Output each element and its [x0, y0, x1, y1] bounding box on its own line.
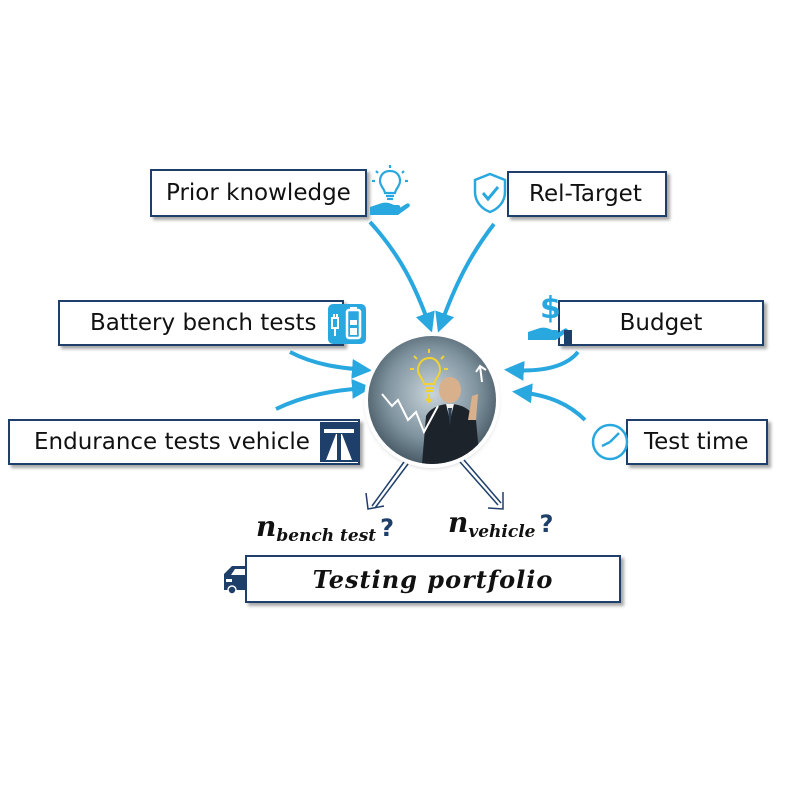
battery-bench-tests-label: Battery bench tests: [90, 310, 317, 336]
budget-label: Budget: [619, 310, 703, 336]
testing-portfolio-box: Testing portfolio: [245, 555, 621, 603]
battery-bench-tests-box: Battery bench tests: [58, 300, 344, 346]
test-time-box: Test time: [626, 419, 768, 465]
rel-target-label: Rel-Target: [529, 181, 642, 207]
n-bench-test-label: nbench test?: [256, 510, 395, 546]
lightbulb-hand-icon: [370, 165, 410, 215]
n-bench-var: n: [256, 510, 277, 543]
test-time-label: Test time: [644, 429, 749, 455]
svg-text:$: $: [540, 291, 561, 326]
arrow-to-bench: [365, 461, 409, 510]
clock-icon: [591, 423, 629, 461]
battery-plug-icon: [328, 304, 366, 344]
arrow-budget: [504, 350, 580, 381]
arrow-endurance: [275, 378, 372, 411]
arrow-prior-knowledge: [368, 220, 435, 333]
budget-box: Budget: [558, 300, 764, 346]
n-bench-subscript: bench test: [276, 526, 377, 546]
dollar-hand-icon: $: [528, 291, 572, 344]
highway-icon: [320, 422, 358, 462]
endurance-tests-vehicle-box: Endurance tests vehicle: [8, 419, 360, 465]
central-image: [368, 336, 496, 464]
rel-target-box: Rel-Target: [507, 171, 667, 217]
arrow-to-vehicle: [459, 459, 504, 510]
prior-knowledge-box: Prior knowledge: [150, 169, 367, 217]
n-vehicle-var: n: [448, 506, 469, 539]
arrow-battery: [289, 350, 372, 379]
n-vehicle-subscript: vehicle: [468, 522, 536, 542]
n-vehicle-label: nvehicle?: [448, 506, 554, 542]
arrow-test-time: [512, 383, 587, 422]
shield-check-icon: [473, 172, 507, 214]
n-vehicle-question: ?: [539, 510, 554, 538]
endurance-tests-vehicle-label: Endurance tests vehicle: [34, 429, 310, 455]
prior-knowledge-label: Prior knowledge: [166, 180, 351, 206]
businessman-idea-illustration: [368, 336, 496, 464]
arrow-rel-target: [435, 222, 496, 333]
n-bench-question: ?: [380, 514, 395, 542]
testing-portfolio-label: Testing portfolio: [312, 564, 554, 594]
